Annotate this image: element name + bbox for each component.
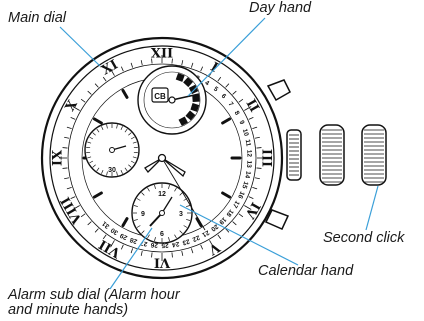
calendar-number: 15	[240, 180, 249, 189]
alarm-sub-dial-callout-line1: Alarm sub dial (Alarm hour	[8, 287, 180, 303]
calendar-number: 20	[209, 223, 219, 233]
calendar-number: 18	[224, 208, 234, 218]
calendar-number: 30	[109, 226, 119, 236]
hour-numeral: III	[259, 149, 274, 167]
calendar-number: 24	[171, 240, 180, 248]
calendar-number: 17	[231, 199, 241, 209]
hour-numeral: XI	[99, 57, 121, 78]
second-click-callout: Second click	[323, 230, 405, 246]
left-sub-dial: 30	[84, 122, 140, 178]
calendar-number: 23	[181, 237, 190, 246]
alarm-3: 3	[179, 211, 183, 218]
day-hand	[171, 93, 200, 101]
day-hand-leader	[187, 17, 266, 97]
crown-1	[286, 129, 302, 181]
day-window	[151, 87, 169, 103]
calendar-number: 10	[241, 128, 250, 137]
main-hands	[144, 153, 206, 231]
calendar-number: 8	[233, 110, 241, 117]
lower-pusher	[264, 209, 290, 230]
calendar-hand	[161, 157, 206, 231]
alarm-sub-dial: 12 3 6 9	[131, 182, 193, 244]
hour-numeral: IX	[51, 149, 66, 166]
crown-3	[361, 124, 387, 186]
calendar-number: 4	[203, 79, 210, 87]
calendar-number: 31	[101, 219, 111, 229]
calendar-number: 12	[245, 150, 252, 158]
calendar-number: 14	[243, 170, 251, 179]
alarm-9: 9	[141, 211, 145, 218]
minute-hand	[161, 157, 186, 178]
day-hand-callout: Day hand	[249, 0, 312, 16]
upper-pusher	[266, 79, 291, 102]
chapter-ring	[67, 63, 257, 253]
alarm-sub-dial-callout: Alarm sub dial (Alarm hour and minute ha…	[8, 288, 180, 318]
calendar-number: 29	[119, 231, 129, 241]
calendar-number: 5	[212, 86, 219, 94]
calendar-number: 19	[217, 216, 227, 226]
alarm-12: 12	[158, 191, 166, 198]
calendar-number: 13	[245, 160, 253, 168]
crown-2	[319, 124, 345, 186]
alarm-sub-dial-leader	[109, 227, 153, 290]
main-dial-leader	[59, 26, 101, 67]
day-segments	[175, 72, 200, 126]
calendar-number: 26	[150, 241, 158, 249]
left-sub-dial-value: 30	[108, 167, 116, 174]
calendar-number: 16	[236, 190, 246, 200]
callout-lines	[59, 17, 379, 290]
calendar-hand-leader	[179, 204, 299, 266]
hour-hand	[144, 157, 163, 173]
main-dial-callout: Main dial	[8, 10, 67, 26]
calendar-number: 11	[244, 139, 252, 147]
calendar-number: 25	[161, 241, 169, 248]
hour-numeral: VI	[154, 255, 171, 270]
calendar-number: 28	[129, 236, 138, 245]
calendar-number: 22	[191, 233, 201, 242]
hour-numeral: IV	[241, 199, 263, 221]
calendar-number: 9	[238, 120, 246, 127]
day-sub-dial: CB	[137, 65, 207, 135]
calendar-hand-callout: Calendar hand	[258, 263, 354, 279]
calendar-number: 7	[227, 101, 235, 108]
second-click-leader	[365, 185, 379, 231]
calendar-number: 21	[200, 229, 210, 239]
hour-numeral: XII	[151, 47, 173, 62]
alarm-minute-hand	[161, 196, 173, 214]
alarm-sub-dial-callout-line2: and minute hands)	[8, 302, 129, 318]
alarm-6: 6	[160, 231, 164, 238]
calendar-number: 6	[220, 93, 228, 101]
day-window-label: CB	[154, 92, 166, 101]
calendar-number: 27	[139, 239, 148, 247]
minute-ticks	[59, 55, 265, 261]
